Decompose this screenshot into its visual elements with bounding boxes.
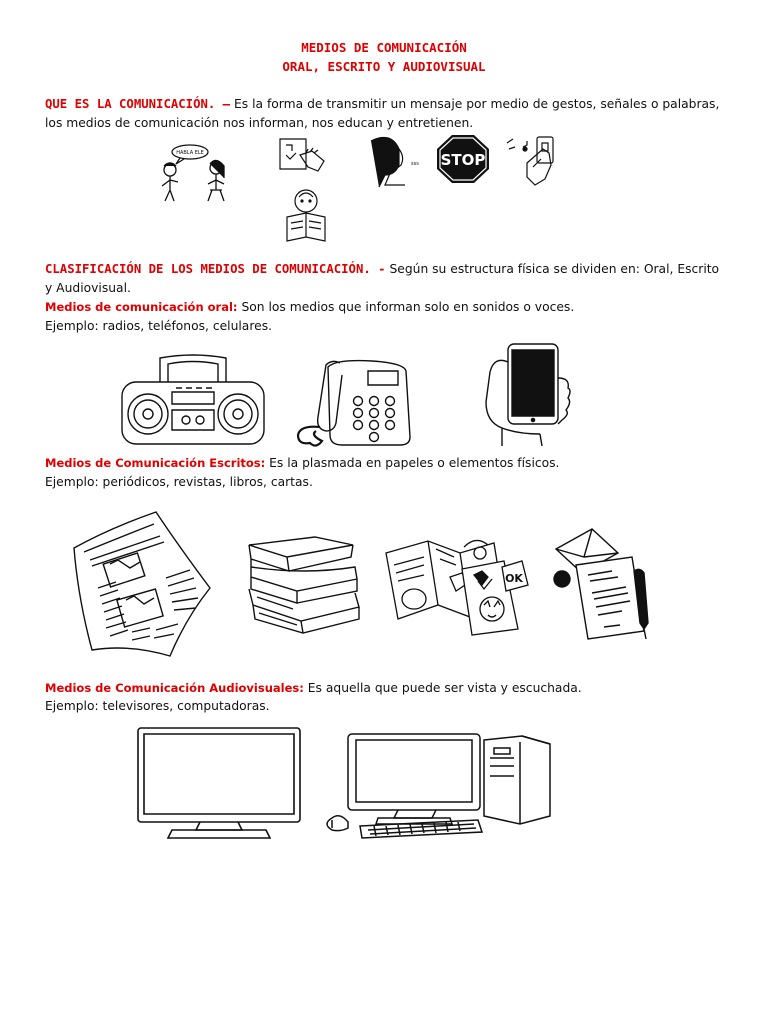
stop-sign-icon: STOP xyxy=(437,135,489,183)
section-text: Es la forma de transmitir un mensaje por… xyxy=(45,97,720,130)
example-escritos: Ejemplo: periódicos, revistas, libros, c… xyxy=(45,475,313,489)
stop-sign-text: STOP xyxy=(441,151,486,169)
magazine-badge-text: OK xyxy=(505,572,523,585)
telephone-icon xyxy=(292,357,418,449)
radio-icon xyxy=(118,352,268,450)
newspaper-icon xyxy=(70,508,218,658)
section-text: Son los medios que informan solo en soni… xyxy=(237,300,575,314)
letter-icon xyxy=(548,527,660,641)
whisper-icon: sss xyxy=(365,135,419,187)
svg-text:sss: sss xyxy=(411,161,419,167)
section-heading: QUE ES LA COMUNICACIÓN. – xyxy=(45,97,231,111)
speech-bubble-text: HABLA ELE xyxy=(176,150,204,156)
page-subtitle: ORAL, ESCRITO Y AUDIOVISUAL xyxy=(282,59,486,74)
example-oral: Ejemplo: radios, teléfonos, celulares. xyxy=(45,319,273,333)
cellphone-icon xyxy=(478,342,574,448)
section-clasificacion: CLASIFICACIÓN DE LOS MEDIOS DE COMUNICAC… xyxy=(45,260,730,297)
child-reading-icon xyxy=(283,187,329,243)
section-oral: Medios de comunicación oral: Son los med… xyxy=(45,298,730,317)
section-text: Según su estructura física se dividen en… xyxy=(45,262,720,295)
example-audiovisuales: Ejemplo: televisores, computadoras. xyxy=(45,699,270,713)
people-talking-icon: HABLA ELE xyxy=(150,142,240,202)
section-text: Es aquella que puede ser vista y escucha… xyxy=(303,681,582,695)
section-escritos: Medios de Comunicación Escritos: Es la p… xyxy=(45,454,730,473)
section-heading: Medios de Comunicación Audiovisuales: xyxy=(45,681,304,695)
section-que-es: QUE ES LA COMUNICACIÓN. – Es la forma de… xyxy=(45,95,730,132)
magazines-icon: OK xyxy=(384,535,532,637)
sign-language-icon xyxy=(278,137,326,173)
section-heading: Medios de comunicación oral: xyxy=(45,300,238,314)
section-heading: CLASIFICACIÓN DE LOS MEDIOS DE COMUNICAC… xyxy=(45,262,386,276)
section-audiovisuales: Medios de Comunicación Audiovisuales: Es… xyxy=(45,679,730,698)
books-icon xyxy=(245,535,361,635)
page-title: MEDIOS DE COMUNICACIÓN xyxy=(301,40,467,55)
section-text: Es la plasmada en papeles o elementos fí… xyxy=(265,456,560,470)
television-icon xyxy=(136,726,302,840)
doorbell-icon xyxy=(505,135,565,187)
computer-icon xyxy=(318,732,562,840)
section-heading: Medios de Comunicación Escritos: xyxy=(45,456,266,470)
